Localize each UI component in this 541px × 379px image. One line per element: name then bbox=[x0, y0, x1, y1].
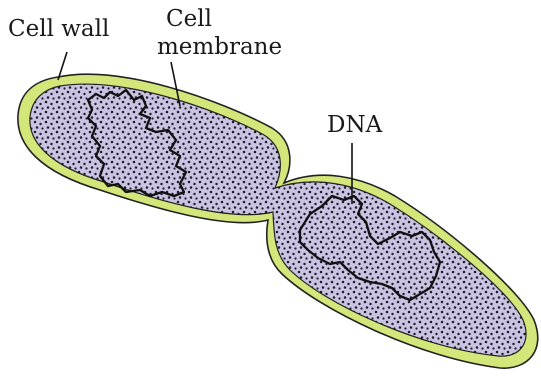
label-cell-membrane-line2: membrane bbox=[157, 34, 282, 60]
label-cell-membrane-line1: Cell bbox=[166, 6, 212, 32]
label-dna: DNA bbox=[327, 112, 383, 138]
cytoplasm-granules bbox=[30, 84, 526, 356]
label-cell-wall: Cell wall bbox=[8, 16, 109, 42]
